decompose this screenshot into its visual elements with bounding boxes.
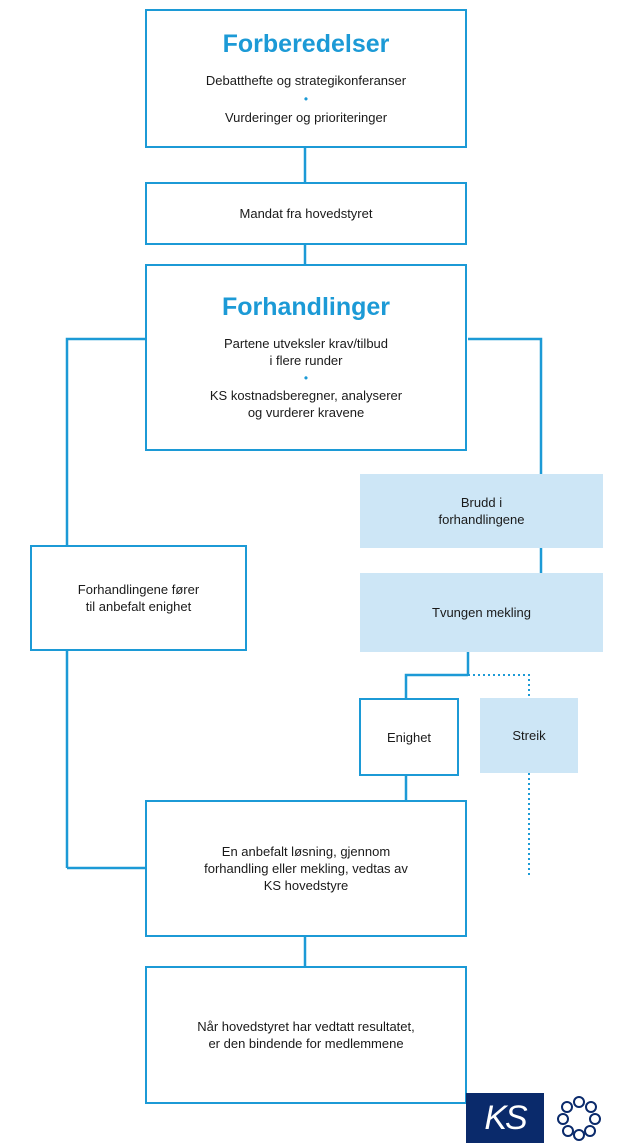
forhandlinger-line-2b: og vurderer kravene <box>247 405 365 421</box>
resultat-line-2: er den bindende for medlemmene <box>208 1036 404 1051</box>
brudd-line-2: forhandlingene <box>438 512 525 527</box>
separator-dot: • <box>304 96 308 102</box>
ks-logo: KS <box>466 1093 544 1143</box>
forhandlinger-line-1a: Partene utveksler krav/tilbud <box>223 336 389 352</box>
forberedelser-line-1: Debatthefte og strategikonferanser <box>205 73 407 89</box>
forhandlinger-line-1b: i flere runder <box>269 353 343 369</box>
enighet-text: Enighet <box>386 729 432 745</box>
forhandlinger-line-2a: KS kostnadsberegner, analyserer <box>209 388 403 404</box>
losning-line-3: KS hovedstyre <box>263 878 349 893</box>
forberedelser-line-2: Vurderinger og prioriteringer <box>224 110 388 126</box>
mandat-text: Mandat fra hovedstyret <box>239 206 373 221</box>
connector-forhandlinger-left <box>65 337 145 545</box>
mandat-box: Mandat fra hovedstyret <box>145 182 467 245</box>
streik-box: Streik <box>480 698 578 773</box>
streik-text: Streik <box>512 728 546 743</box>
resultat-line-1: Når hovedstyret har vedtatt resultatet, <box>197 1019 415 1034</box>
forhandlinger-box: Forhandlinger Partene utveksler krav/til… <box>145 264 467 451</box>
losning-line-1: En anbefalt løsning, gjennom <box>221 844 391 859</box>
connector-forhandlinger-right <box>468 337 543 474</box>
enighet-box: Enighet <box>359 698 459 776</box>
forhandlinger-title: Forhandlinger <box>221 292 391 321</box>
losning-line-2: forhandling eller mekling, vedtas av <box>204 861 408 876</box>
anbefalt-line-2: til anbefalt enighet <box>85 599 192 614</box>
forberedelser-title: Forberedelser <box>222 29 390 58</box>
separator-dot: • <box>304 375 308 381</box>
mekling-box: Tvungen mekling <box>360 573 603 652</box>
forberedelser-box: Forberedelser Debatthefte og strategikon… <box>145 9 467 148</box>
brudd-box: Brudd i forhandlingene <box>360 474 603 548</box>
connector-to-enighet <box>404 673 468 698</box>
mekling-text: Tvungen mekling <box>432 605 531 620</box>
resultat-box: Når hovedstyret har vedtatt resultatet, … <box>145 966 467 1104</box>
connector-to-streik <box>468 674 530 698</box>
losning-box: En anbefalt løsning, gjennom forhandling… <box>145 800 467 937</box>
anbefalt-line-1: Forhandlingene fører <box>77 582 200 597</box>
anbefalt-enighet-box: Forhandlingene fører til anbefalt enighe… <box>30 545 247 651</box>
brudd-line-1: Brudd i <box>460 495 503 510</box>
ks-logo-text: KS <box>484 1098 527 1137</box>
ks-emblem-icon <box>544 1093 614 1143</box>
